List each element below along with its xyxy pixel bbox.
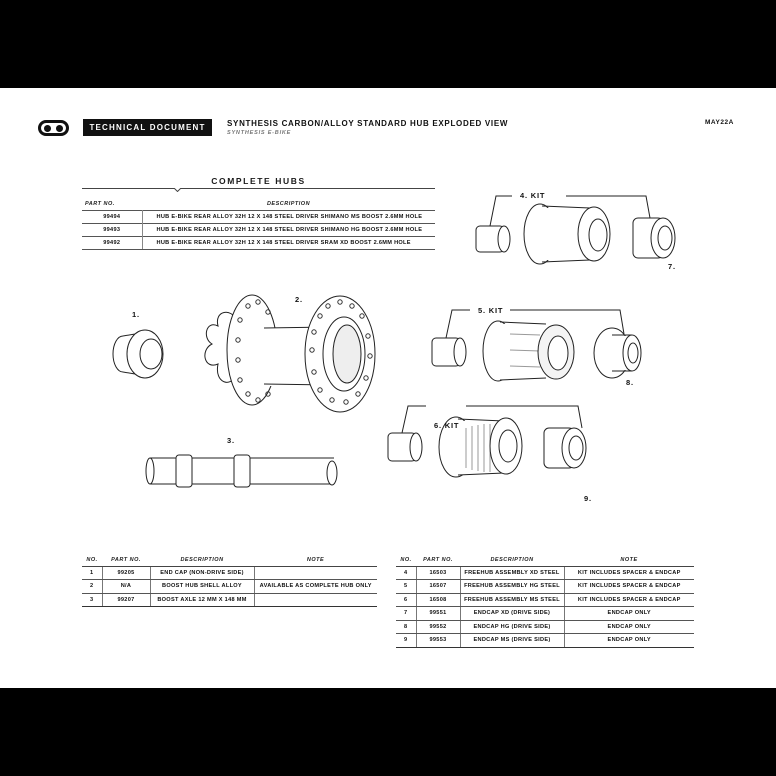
part-description: HUB E-BIKE REAR ALLOY 32H 12 X 148 STEEL… — [142, 222, 435, 236]
table-row: 4 16503 FREEHUB ASSEMBLY XD STEEL KIT IN… — [396, 566, 694, 580]
complete-hubs-table: PART NO. DESCRIPTION 99494 HUB E-BIKE RE… — [82, 198, 435, 250]
table-row: 3 99207 BOOST AXLE 12 mm X 148 mm — [82, 593, 377, 607]
part-note: KIT INCLUDES SPACER & ENDCAP — [563, 566, 694, 580]
document-type-badge: TECHNICAL DOCUMENT — [83, 119, 212, 136]
item-number: 5 — [396, 579, 416, 594]
part-note — [253, 593, 377, 607]
top-letterbox — [0, 0, 776, 88]
part-description: BOOST HUB SHELL ALLOY — [149, 579, 254, 594]
column-header-note: NOTE — [564, 554, 694, 567]
exploded-view-diagram — [0, 88, 776, 688]
item-number: 2 — [82, 579, 102, 594]
technical-document-page: TECHNICAL DOCUMENT SYNTHESIS CARBON/ALLO… — [0, 88, 776, 688]
part-description: BOOST AXLE 12 mm X 148 mm — [149, 593, 254, 607]
part-number: N/A — [101, 579, 150, 594]
part-number: 99205 — [101, 566, 150, 580]
hub-shell-drawing — [205, 295, 375, 412]
column-header-part-no: PART NO. — [416, 554, 460, 567]
column-header-description: DESCRIPTION — [460, 554, 564, 567]
item-number: 4 — [396, 566, 416, 580]
part-description: ENDCAP HG (DRIVE SIDE) — [459, 620, 564, 634]
complete-hubs-title: COMPLETE HUBS — [211, 176, 306, 186]
callout-8: 8. — [626, 378, 634, 387]
axle-drawing — [146, 455, 337, 487]
crankbrothers-logo-icon — [38, 120, 69, 136]
callout-6-kit: 6. KIT — [434, 421, 460, 430]
item-number: 7 — [396, 606, 416, 621]
part-note: KIT INCLUDES SPACER & ENDCAP — [563, 579, 694, 594]
freehub-hg-kit-drawing — [432, 310, 641, 381]
column-header-description: DESCRIPTION — [150, 554, 254, 567]
part-number: 16508 — [415, 593, 460, 607]
table-header-row: NO. PART NO. DESCRIPTION NOTE — [396, 554, 694, 567]
column-header-no: NO. — [82, 554, 102, 567]
item-number: 9 — [396, 633, 416, 648]
part-description: HUB E-BIKE REAR ALLOY 32H 12 X 148 STEEL… — [142, 235, 435, 250]
table-row: 5 16507 FREEHUB ASSEMBLY HG STEEL KIT IN… — [396, 579, 694, 594]
part-note: ENDCAP ONLY — [563, 620, 694, 634]
table-row: 9 99553 ENDCAP MS (DRIVE SIDE) ENDCAP ON… — [396, 633, 694, 648]
callout-7: 7. — [668, 262, 676, 271]
column-header-part-no: PART NO. — [102, 554, 150, 567]
part-note: KIT INCLUDES SPACER & ENDCAP — [563, 593, 694, 607]
table-row: 8 99552 ENDCAP HG (DRIVE SIDE) ENDCAP ON… — [396, 620, 694, 634]
part-number: 16507 — [415, 579, 460, 594]
table-header-row: PART NO. DESCRIPTION — [82, 198, 435, 210]
freehub-ms-kit-drawing — [388, 406, 586, 477]
part-number: 99492 — [82, 235, 143, 250]
callout-1: 1. — [132, 310, 140, 319]
callout-3: 3. — [227, 436, 235, 445]
callout-4-kit: 4. KIT — [520, 191, 546, 200]
part-number: 99553 — [415, 633, 460, 648]
section-divider — [82, 188, 435, 189]
caret-down-icon — [174, 188, 181, 192]
parts-table-hub-components: NO. PART NO. DESCRIPTION NOTE 1 99205 EN… — [82, 554, 377, 607]
part-description: END CAP (NON-DRIVE SIDE) — [149, 566, 254, 580]
column-header-part-no: PART NO. — [85, 200, 115, 207]
part-description: FREEHUB ASSEMBLY MS STEEL — [459, 593, 564, 607]
table-row: 99492 HUB E-BIKE REAR ALLOY 32H 12 X 148… — [82, 235, 435, 250]
column-header-description: DESCRIPTION — [266, 200, 311, 207]
part-note: ENDCAP ONLY — [563, 633, 694, 648]
bottom-letterbox — [0, 688, 776, 776]
part-number: 99494 — [82, 209, 143, 223]
part-description: FREEHUB ASSEMBLY HG STEEL — [459, 579, 564, 594]
table-row: 2 N/A BOOST HUB SHELL ALLOY AVAILABLE AS… — [82, 579, 377, 594]
parts-table-freehub-components: NO. PART NO. DESCRIPTION NOTE 4 16503 FR… — [396, 554, 694, 648]
part-description: FREEHUB ASSEMBLY XD STEEL — [459, 566, 564, 580]
part-note — [253, 566, 377, 580]
freehub-xd-kit-drawing — [476, 196, 675, 264]
part-description: ENDCAP MS (DRIVE SIDE) — [459, 633, 564, 648]
table-header-row: NO. PART NO. DESCRIPTION NOTE — [82, 554, 377, 567]
part-number: 99207 — [101, 593, 150, 607]
column-header-note: NOTE — [254, 554, 377, 567]
table-row: 99493 HUB E-BIKE REAR ALLOY 32H 12 X 148… — [82, 222, 435, 236]
item-number: 1 — [82, 566, 102, 580]
part-number: 99551 — [415, 606, 460, 621]
table-row: 7 99551 ENDCAP XD (DRIVE SIDE) ENDCAP ON… — [396, 606, 694, 621]
item-number: 8 — [396, 620, 416, 634]
callout-9: 9. — [584, 494, 592, 503]
part-description: ENDCAP XD (DRIVE SIDE) — [459, 606, 564, 621]
part-number: 16503 — [415, 566, 460, 580]
part-description: HUB E-BIKE REAR ALLOY 32H 12 X 148 STEEL… — [142, 209, 435, 223]
revision-code: MAY22A — [705, 119, 734, 126]
document-title: SYNTHESIS CARBON/ALLOY STANDARD HUB EXPL… — [227, 119, 509, 128]
end-cap-non-drive-drawing — [113, 330, 163, 378]
item-number: 6 — [396, 593, 416, 607]
callout-2: 2. — [295, 295, 303, 304]
table-row: 6 16508 FREEHUB ASSEMBLY MS STEEL KIT IN… — [396, 593, 694, 607]
part-number: 99493 — [82, 222, 143, 236]
table-row: 99494 HUB E-BIKE REAR ALLOY 32H 12 X 148… — [82, 209, 435, 223]
callout-5-kit: 5. KIT — [478, 306, 504, 315]
part-note: ENDCAP ONLY — [563, 606, 694, 621]
table-row: 1 99205 END CAP (NON-DRIVE SIDE) — [82, 566, 377, 580]
column-header-no: NO. — [396, 554, 416, 567]
item-number: 3 — [82, 593, 102, 607]
part-number: 99552 — [415, 620, 460, 634]
document-subtitle: SYNTHESIS E-BIKE — [227, 130, 292, 136]
part-note: AVAILABLE AS COMPLETE HUB ONLY — [253, 579, 377, 594]
